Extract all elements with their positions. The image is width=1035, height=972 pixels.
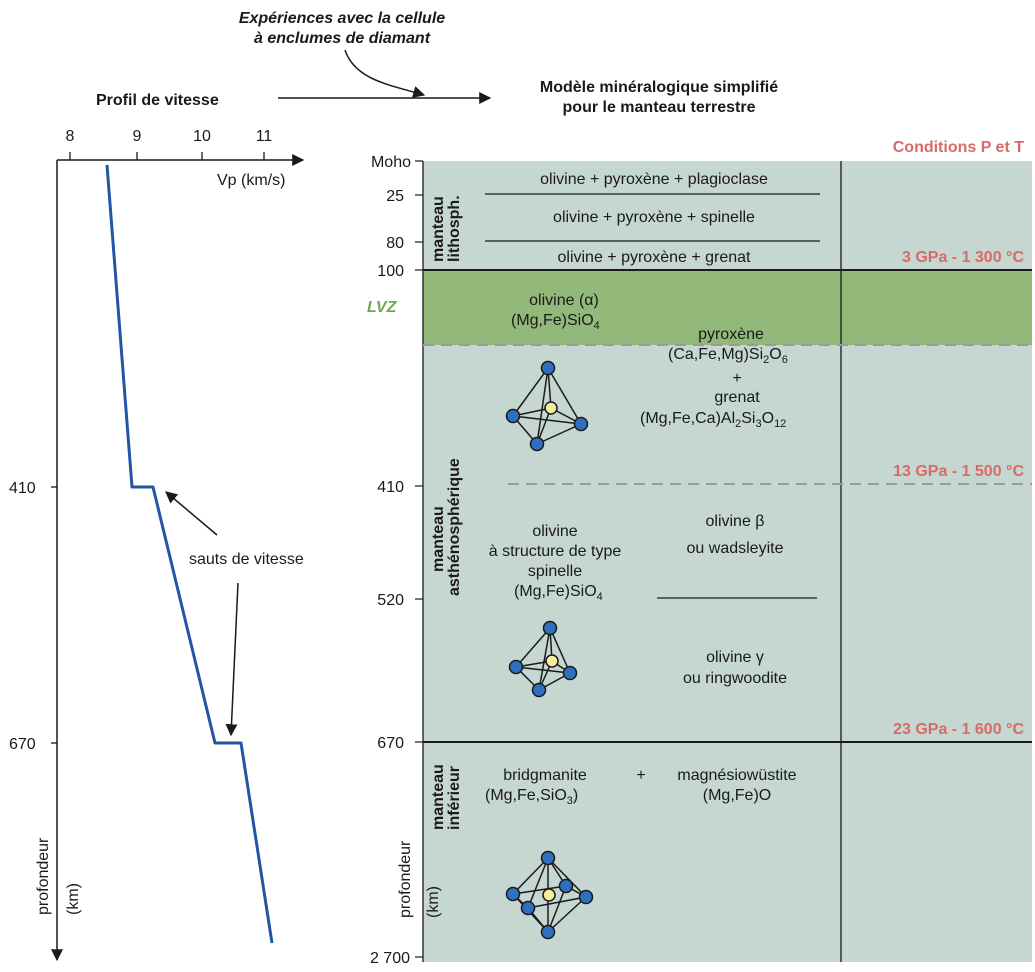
olivine-alpha: olivine (α) [529, 292, 599, 309]
plus-lower: + [636, 767, 645, 784]
crystal-structure-icon-1 [505, 360, 589, 452]
modele-title-line2: pour le manteau terrestre [563, 99, 756, 116]
lvz-band [423, 270, 1032, 345]
pyroxene-formula: (Ca,Fe,Mg)Si2O6 [668, 346, 788, 366]
depth-670: 670 [377, 735, 404, 752]
litho-mineral-1: olivine + pyroxène + plagioclase [540, 171, 768, 188]
olivine-gamma-line2: ou ringwoodite [683, 670, 787, 687]
olivine-beta-line1: olivine β [705, 513, 764, 530]
litho-mineral-2: olivine + pyroxène + spinelle [553, 209, 755, 226]
conditions-title: Conditions P et T [893, 139, 1024, 156]
modele-title-line1: Modèle minéralogique simplifié [540, 79, 778, 96]
condition-670: 23 GPa - 1 600 °C [893, 721, 1024, 738]
depth-label-670: 670 [9, 736, 36, 753]
spinelle-formula: (Mg,Fe)SiO4 [514, 583, 603, 603]
profil-title: Profil de vitesse [96, 92, 219, 109]
condition-410: 13 GPa - 1 500 °C [893, 463, 1024, 480]
depth-axis-label-line1: profondeur [397, 840, 414, 918]
mantle-model: Moho 25 80 100 410 520 670 2 700 profond… [367, 139, 1032, 967]
magnesio-label: magnésiowüstite [677, 767, 796, 784]
x-tick-label-8: 8 [66, 128, 75, 145]
magnesio-formula: (Mg,Fe)O [703, 787, 771, 804]
layer-astheno-line2: asthénosphérique [446, 458, 463, 596]
experiences-arrow [344, 49, 426, 98]
spinelle-line1: olivine [532, 523, 577, 540]
x-tick-label-10: 10 [193, 128, 211, 145]
x-tick-label-9: 9 [133, 128, 142, 145]
y-axis-label-line2: (km) [65, 883, 82, 915]
olivine-gamma-line1: olivine γ [706, 649, 764, 666]
depth-100: 100 [377, 263, 404, 280]
layer-inferieur-line2: inférieur [446, 766, 463, 830]
grenat-formula: (Mg,Fe,Ca)Al2Si3O12 [640, 410, 786, 430]
depth-axis-label-line2: (km) [425, 886, 442, 918]
grenat-label: grenat [714, 389, 760, 406]
sauts-arrow-410 [165, 491, 218, 536]
x-axis-label: Vp (km/s) [217, 172, 285, 189]
depth-80: 80 [386, 235, 404, 252]
depth-25: 25 [386, 188, 404, 205]
crystal-structure-icon-3 [505, 850, 594, 940]
layer-litho-line1: manteau [430, 196, 447, 262]
spinelle-line2: à structure de type [489, 543, 622, 560]
spinelle-line3: spinelle [528, 563, 582, 580]
pyroxene-label: pyroxène [698, 326, 764, 343]
lvz-label: LVZ [367, 299, 398, 316]
layer-astheno-line1: manteau [430, 506, 447, 572]
experiences-title-line2: à enclumes de diamant [254, 30, 431, 47]
layer-litho-line2: lithosph. [446, 195, 463, 262]
velocity-profile-chart: 8 9 10 11 Vp (km/s) 410 670 profondeur (… [9, 128, 305, 962]
depth-label-410: 410 [9, 480, 36, 497]
sauts-de-vitesse-label: sauts de vitesse [189, 551, 304, 568]
olivine-alpha-formula: (Mg,Fe)SiO4 [511, 312, 600, 332]
depth-520: 520 [377, 592, 404, 609]
velocity-profile-line [105, 164, 274, 944]
bridgmanite-formula: (Mg,Fe,SiO3) [485, 787, 578, 807]
crystal-structure-icon-2 [508, 620, 578, 698]
x-tick-label-11: 11 [256, 128, 273, 145]
layer-inferieur-line1: manteau [430, 764, 447, 830]
bridgmanite-label: bridgmanite [503, 767, 587, 784]
y-axis-label-line1: profondeur [35, 837, 52, 915]
plus-pyroxene-grenat: + [732, 370, 741, 387]
olivine-beta-line2: ou wadsleyite [687, 540, 784, 557]
depth-2700: 2 700 [370, 950, 410, 967]
condition-100: 3 GPa - 1 300 °C [902, 249, 1024, 266]
sauts-arrow-670 [225, 582, 239, 737]
experiences-title-line1: Expériences avec la cellule [239, 10, 445, 27]
litho-mineral-3: olivine + pyroxène + grenat [557, 249, 751, 266]
panel-lower [423, 345, 1032, 962]
depth-moho: Moho [371, 154, 411, 171]
depth-410: 410 [377, 479, 404, 496]
